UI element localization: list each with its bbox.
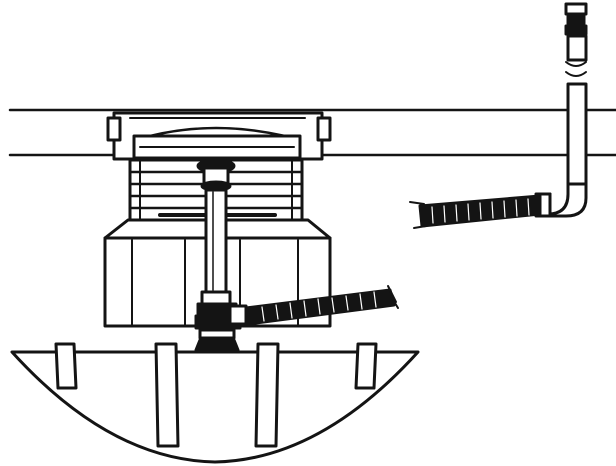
elbow-fitting — [194, 290, 248, 352]
flexible-hose-upper — [409, 194, 542, 229]
flexible-hose-lower — [244, 285, 399, 326]
wall-pipe — [534, 2, 588, 218]
vertical-pipe — [196, 158, 236, 294]
bowl-cover — [10, 342, 420, 464]
